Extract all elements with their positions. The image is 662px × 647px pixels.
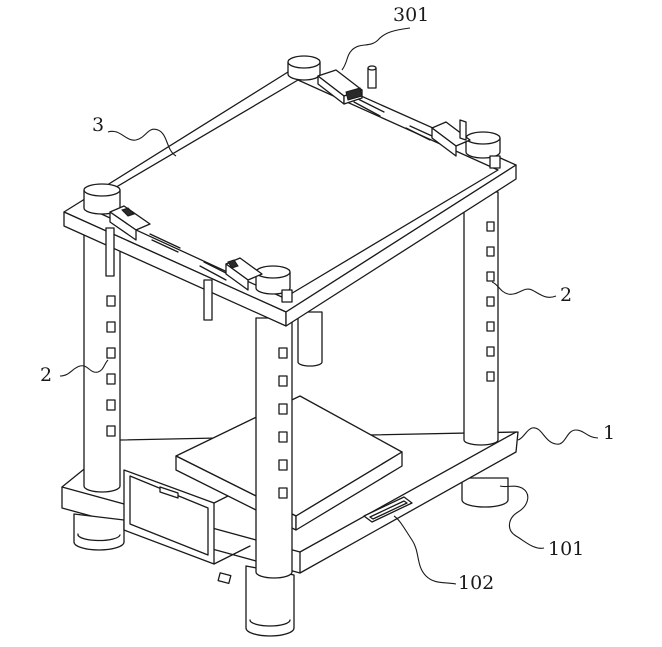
- foot-back-right: [461, 477, 509, 508]
- label-102: 102: [458, 572, 495, 594]
- leader-lines: [59, 27, 599, 585]
- label-2-left: 2: [40, 364, 53, 386]
- display-panel: [123, 469, 251, 565]
- foot-front-left: [73, 513, 125, 551]
- column-back-left: [297, 311, 323, 367]
- column-back-right: [463, 191, 499, 446]
- column-front-right: [255, 317, 293, 579]
- column-front-left: [83, 225, 121, 493]
- label-101: 101: [548, 538, 585, 560]
- clamp-front: [203, 257, 293, 321]
- label-2-right: 2: [560, 284, 573, 306]
- clamp-left: [83, 183, 151, 277]
- top-frame: [63, 66, 517, 327]
- sensor-slot: [363, 496, 413, 523]
- frame-slots: [149, 97, 433, 281]
- foot-front: [245, 565, 295, 637]
- label-1: 1: [603, 422, 616, 444]
- clamp-right: [431, 119, 501, 169]
- connector-port: [217, 572, 232, 585]
- clamp-back: [287, 55, 377, 105]
- label-301: 301: [393, 4, 430, 26]
- label-3: 3: [92, 114, 105, 136]
